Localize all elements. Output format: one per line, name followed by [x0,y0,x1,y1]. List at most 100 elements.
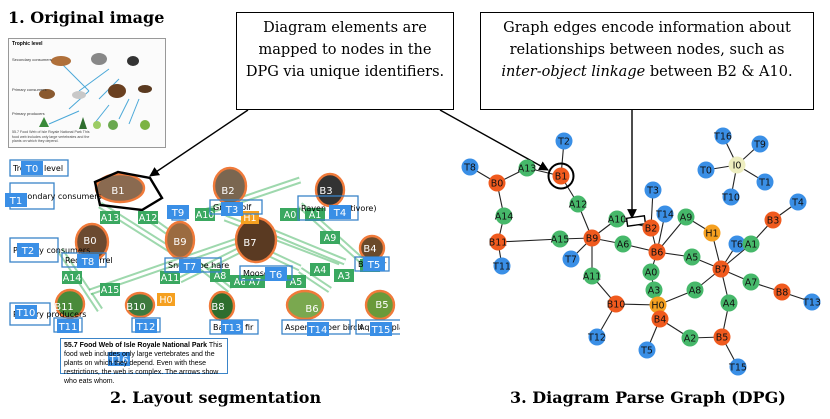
layout-segmentation: B0B1B2B3B4B5B6B7B8B9B10B11A0A1A2A3A4A5A6… [5,159,400,366]
seg-arrow-id-a3: A3 [338,271,351,282]
dpg-node-a0 [642,263,660,281]
dpg-node-a13 [518,159,536,177]
dpg-node-a12 [569,195,587,213]
dpg-node-a6 [614,235,632,253]
seg-arrow-tag-a4 [310,263,330,276]
dpg-node-label-a6: A6 [617,240,630,251]
dpg-node-label-a13: A13 [518,164,537,175]
seg-arrow-id-a7: A7 [249,277,262,288]
dpg-node-label-b11: B11 [489,238,508,249]
callout-mapping: Diagram elements are mapped to nodes in … [236,12,454,110]
seg-arrow-tag-a15 [100,283,120,296]
thumb-caption: 55.7 Food Web of Isle Royale National Pa… [12,130,90,144]
seg-label-t6-label: Moose [243,269,269,278]
seg-arrow-tag-a9 [320,231,340,244]
dpg-node-b10 [607,295,625,313]
dpg-node-b4 [651,310,669,328]
callout-edges-italic: inter-object linkage [501,64,646,80]
segmentation-caption-text: This food web includes only large verteb… [64,342,223,385]
dpg-node-label-b10: B10 [607,300,626,311]
seg-arrow-tag-a3 [334,269,354,282]
dpg-node-t16 [714,127,732,145]
dpg-node-label-a1: A1 [745,240,758,251]
dpg-node-a14 [495,207,513,225]
layout-segmentation-title: 2. Layout segmentation [110,388,322,407]
seg-arrow-tag-a1 [305,208,325,221]
seg-label-t8-id: T8 [81,257,94,268]
seg-arrow-id-a13: A13 [101,213,120,224]
dpg-node-t14 [656,205,674,223]
seg-label-t4-chip [329,205,351,219]
dpg-node-a2 [681,329,699,347]
seg-arrow-tag-a0 [280,208,300,221]
dpg-node-h1 [703,224,721,242]
dpg-node-t2 [555,132,573,150]
seg-blob-id-b7: B7 [243,238,256,249]
seg-arrow-id-a12: A12 [139,213,158,224]
seg-label-t11-chip [57,319,79,333]
dpg-node-label-t13: T13 [802,298,821,309]
dpg-edge-b11-a15 [497,238,561,243]
dpg-node-b3 [764,211,782,229]
dpg-node-label-a8: A8 [689,286,702,297]
seg-head-id-h1: H1 [243,213,256,224]
seg-caption-id: T16 [109,355,129,366]
dpg-node-label-b9: B9 [586,234,599,245]
dpg-node-label-b1: B1 [555,172,568,183]
seg-arrow-id-a15: A15 [101,285,120,296]
dpg-node-label-a4: A4 [723,299,736,310]
seg-side-producers-id: T10 [16,308,36,319]
dpg-node-t1 [756,173,774,191]
seg-label-t13-id: T13 [222,323,242,334]
seg-arrow-id-a8: A8 [214,271,227,282]
dpg-node-b5 [713,328,731,346]
seg-arrow-tag-a12 [138,211,158,224]
seg-arrow-id-a5: A5 [290,277,303,288]
dpg-node-label-t6: T6 [730,240,743,251]
dpg-node-label-t12: T12 [587,333,606,344]
dpg-node-b1 [552,167,570,185]
dpg-node-a10 [608,210,626,228]
dpg-node-label-t10: T10 [721,193,740,204]
seg-label-t7-id: T7 [183,262,196,273]
seg-blob-id-b8: B8 [211,302,224,313]
seg-label-t14-chip [307,322,329,336]
dpg-node-a4 [720,294,738,312]
dpg-node-t8 [461,158,479,176]
seg-arrow-id-a14: A14 [63,273,82,284]
seg-label-t4-id: T4 [333,208,346,219]
seg-arrow-id-a11: A11 [161,273,180,284]
seg-blob-id-b0: B0 [83,236,96,247]
dpg-node-label-b7: B7 [715,265,728,276]
dpg-node-a15 [551,230,569,248]
dpg-node-label-a2: A2 [684,334,697,345]
seg-trophic-level-chip [21,161,43,175]
dpg-node-label-b5: B5 [716,333,729,344]
callout-edges-text-1: Graph edges encode information about rel… [503,20,791,58]
dpg-node-label-b3: B3 [767,216,780,227]
dpg-node-t9 [751,135,769,153]
seg-arrow-id-a6: A6 [234,277,247,288]
thumb-label-producers: Primary producers [12,111,45,116]
seg-side-producers-box [9,302,51,326]
seg-arrow-band-core-2 [204,178,301,214]
seg-label-t9-chip [167,205,189,219]
seg-blob-id-b9: B9 [173,237,186,248]
dpg-node-label-a14: A14 [495,212,514,223]
seg-head-id-h0: H0 [159,295,172,306]
dpg-node-label-b0: B0 [491,179,504,190]
thumb-drawing [39,53,152,130]
dpg-node-label-t14: T14 [655,210,674,221]
dpg-node-t4 [789,193,807,211]
seg-side-producers-label: Primary producers [13,310,86,319]
seg-side-primary-box [9,237,59,263]
seg-blob-id-b11: B11 [54,302,74,313]
callout-mapping-text: Diagram elements are mapped to nodes in … [245,20,445,80]
dpg-node-label-t2: T2 [557,137,570,148]
seg-label-t5-chip [363,257,385,271]
dpg-node-label-a12: A12 [569,200,588,211]
seg-arrow-id-a9: A9 [324,233,337,244]
seg-blob-id-b4: B4 [363,244,376,255]
seg-label-t3-id: T3 [225,205,238,216]
seg-side-primary-label: Primary consumers [13,246,90,255]
